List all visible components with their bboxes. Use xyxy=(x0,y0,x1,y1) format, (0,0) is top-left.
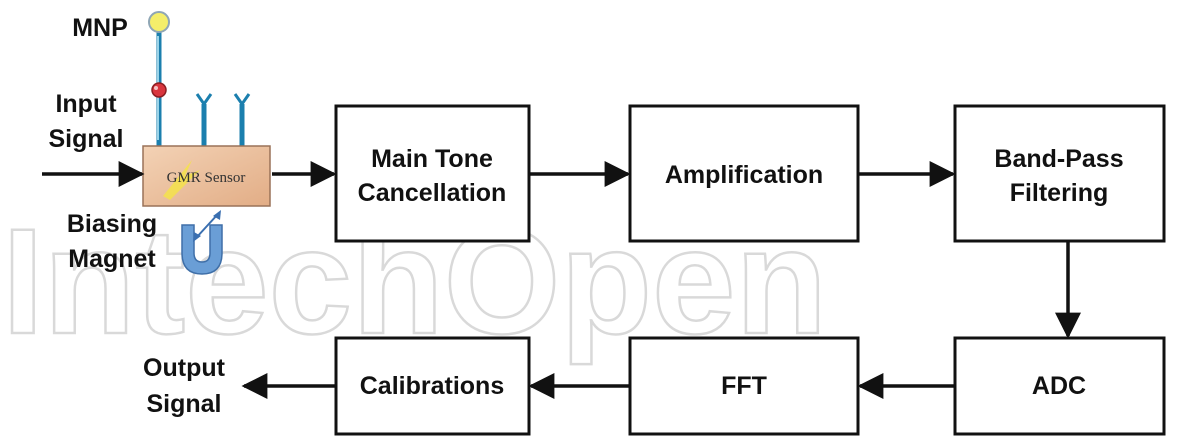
signal-flow-arrows xyxy=(42,161,1081,399)
probe-tip-2-icon xyxy=(195,93,213,107)
main-tone-label-line2: Cancellation xyxy=(358,179,507,207)
block-amplification: Amplification xyxy=(628,104,860,243)
mnp-label: MNP xyxy=(72,14,128,42)
red-bead-shine xyxy=(154,86,158,90)
input-signal-label-line2: Signal xyxy=(48,125,123,153)
main-tone-label-line1: Main Tone xyxy=(371,145,493,173)
calibrations-label: Calibrations xyxy=(360,372,504,400)
output-signal-label-line1: Output xyxy=(143,354,226,382)
adc-box xyxy=(953,336,1166,436)
fft-label: FFT xyxy=(721,372,767,400)
block-fft: FFT xyxy=(628,336,860,436)
biasing-magnet-label-line2: Magnet xyxy=(68,245,156,273)
block-main-tone-cancellation: Main Tone Cancellation xyxy=(334,104,531,243)
horseshoe-magnet-icon xyxy=(181,224,223,275)
block-adc: ADC xyxy=(953,336,1166,436)
probe-tip-3-icon xyxy=(233,93,251,107)
amplification-box xyxy=(628,104,860,243)
calibrations-box xyxy=(334,336,531,436)
gmr-sensor-assembly: GMR Sensor xyxy=(142,11,271,275)
band-pass-box xyxy=(953,104,1166,243)
mnp-bead-icon xyxy=(148,11,170,33)
adc-label: ADC xyxy=(1032,372,1086,400)
band-pass-label-line1: Band-Pass xyxy=(994,145,1123,173)
gmr-sensor-label: GMR Sensor xyxy=(167,170,246,186)
red-bead-icon xyxy=(151,82,167,98)
block-calibrations: Calibrations xyxy=(334,336,531,436)
field-arrow-line xyxy=(195,213,219,239)
field-arrow-head-2-icon xyxy=(213,210,221,220)
lightning-icon xyxy=(163,160,200,200)
block-band-pass-filtering: Band-Pass Filtering xyxy=(953,104,1166,243)
input-signal-label-line1: Input xyxy=(55,90,117,118)
output-signal-label-line2: Signal xyxy=(146,390,221,418)
field-arrow-head-1-icon xyxy=(193,232,201,242)
amplification-label: Amplification xyxy=(665,161,823,189)
biasing-magnet-label-line1: Biasing xyxy=(67,210,157,238)
main-tone-box xyxy=(334,104,531,243)
band-pass-label-line2: Filtering xyxy=(1010,179,1109,207)
